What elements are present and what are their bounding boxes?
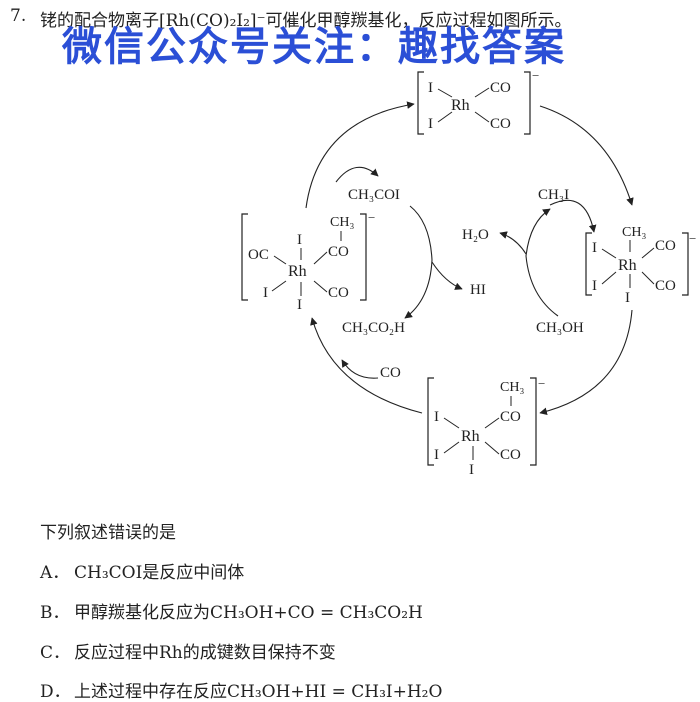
complex-bottom: − CH₃ CO I I Rh CO I (427, 376, 545, 478)
option-c-text: 反应过程中Rh的成键数目保持不变 (74, 643, 336, 663)
complex-bottom-i1: I (434, 409, 439, 425)
complex-right-i1: I (592, 240, 597, 256)
complex-right-i3: I (625, 290, 630, 306)
complex-top-rh: Rh (451, 97, 470, 114)
arrow-ch3coi-out (335, 166, 379, 183)
complex-right-co1: CO (655, 238, 676, 254)
option-d-label: D． (40, 682, 71, 702)
option-a-text: CH₃COI是反应中间体 (74, 563, 245, 583)
complex-top-co2: CO (490, 116, 511, 132)
question-prompt: 下列叙述错误的是 (40, 523, 176, 543)
complex-left-rh: Rh (288, 263, 307, 280)
complex-bottom-ch3: CH₃ (500, 380, 524, 395)
arrow-top-to-right (539, 105, 634, 206)
question-stem: 铑的配合物离子[Rh(CO)₂I₂]⁻可催化甲醇羰基化，反应过程如图所示。 (40, 11, 572, 31)
question-number: 7. (10, 6, 27, 26)
complex-left-charge: − (368, 210, 375, 225)
complex-right-ch3: CH₃ (622, 225, 646, 240)
option-d-text: 上述过程中存在反应CH₃OH+HI = CH₃I+H₂O (74, 682, 443, 702)
complex-bottom-charge: − (538, 376, 545, 391)
complex-top-charge: − (532, 68, 539, 83)
arrow-to-hi (431, 261, 463, 290)
label-ch3i: CH₃I (538, 187, 569, 203)
option-b-text: 甲醇羰基化反应为CH₃OH+CO = CH₃CO₂H (74, 603, 423, 623)
option-b-label: B． (40, 603, 70, 623)
complex-top: − I I Rh CO CO (417, 68, 539, 135)
complex-left-co2: CO (328, 285, 349, 301)
complex-right-i2: I (592, 278, 597, 294)
arrow-to-h2o (499, 231, 527, 255)
complex-left: − CH₃ CO OC I Rh I CO I (241, 210, 375, 313)
arrow-right-to-bottom (539, 309, 633, 416)
complex-right-rh: Rh (618, 257, 637, 274)
arrow-bottom-to-left (310, 317, 423, 414)
complex-right-co2: CO (655, 278, 676, 294)
arrow-ch3i-in (549, 199, 597, 233)
complex-left-oc: OC (248, 247, 269, 263)
complex-left-ch3: CH₃ (330, 215, 354, 230)
complex-left-co1: CO (328, 244, 349, 260)
option-b[interactable]: B．甲醇羰基化反应为CH₃OH+CO = CH₃CO₂H (40, 598, 423, 623)
arc-left (404, 205, 433, 319)
complex-left-i-low: I (263, 285, 268, 301)
complex-top-co1: CO (490, 80, 511, 96)
arrow-left-to-top (305, 101, 415, 209)
complex-bottom-i3: I (469, 462, 474, 478)
complex-bottom-co1: CO (500, 409, 521, 425)
complex-top-i1: I (428, 80, 433, 96)
option-a[interactable]: A．CH₃COI是反应中间体 (40, 558, 244, 583)
complex-bottom-i2: I (434, 447, 439, 463)
option-a-label: A． (40, 563, 70, 583)
watermark: 微信公众号关注：趣找答案 (62, 24, 566, 70)
arc-right (525, 208, 559, 317)
complex-right-charge: − (689, 231, 696, 246)
label-h2o: H₂O (462, 227, 489, 243)
label-ch3co2h: CH₃CO₂H (342, 320, 405, 336)
complex-top-i2: I (428, 116, 433, 132)
label-hi: HI (470, 282, 486, 298)
arrow-co-in (341, 359, 379, 379)
complex-bottom-rh: Rh (461, 428, 480, 445)
complex-left-i-bottom: I (297, 297, 302, 313)
option-d[interactable]: D．上述过程中存在反应CH₃OH+HI = CH₃I+H₂O (40, 677, 442, 702)
label-ch3oh: CH₃OH (536, 320, 584, 336)
option-c-label: C． (40, 643, 71, 663)
label-ch3coi: CH₃COI (348, 187, 400, 203)
complex-bottom-co2: CO (500, 447, 521, 463)
complex-left-i-top: I (297, 232, 302, 248)
label-co: CO (380, 365, 401, 381)
complex-right: − CH₃ I I Rh CO CO I (585, 225, 696, 306)
option-c[interactable]: C．反应过程中Rh的成键数目保持不变 (40, 638, 336, 663)
